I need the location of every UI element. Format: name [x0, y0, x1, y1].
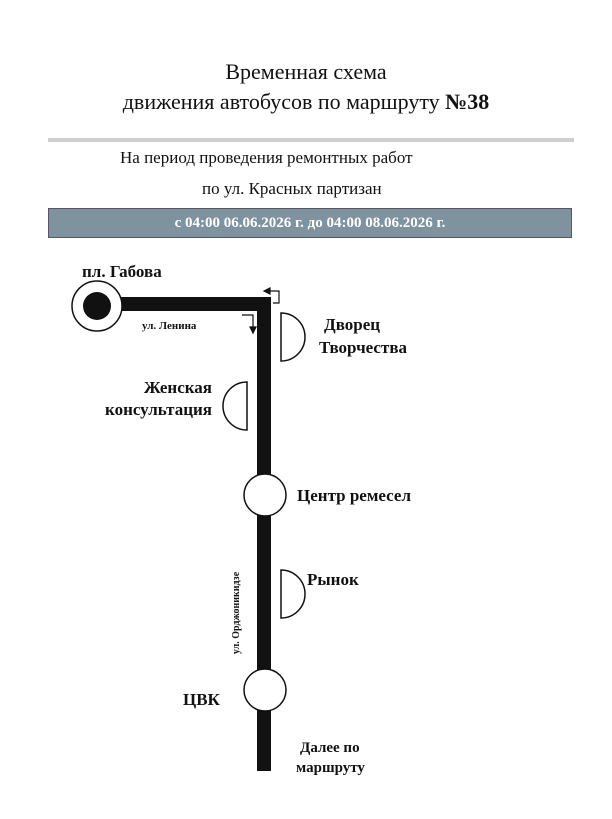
stop-label-dvorets-1: Дворец — [324, 315, 381, 334]
stop-marker-tsentr — [243, 473, 287, 517]
stop-label-zhenskaya-2: консультация — [105, 400, 212, 419]
page-title: Временная схема — [0, 58, 612, 86]
stop-label-start: пл. Габова — [82, 262, 162, 281]
stop-marker-rynok — [280, 569, 306, 619]
start-stop-marker — [71, 280, 123, 332]
turn-arrow-up-icon — [262, 287, 280, 304]
subtitle-line-2: по ул. Красных партизан — [202, 179, 382, 198]
stop-label-tsvk: ЦВК — [183, 690, 220, 709]
street-label-vertical: ул. Орджоникидзе — [231, 571, 242, 655]
stop-label-zhenskaya-1: Женская — [143, 378, 212, 397]
page-title-line-2: движения автобусов по маршруту №38 — [0, 88, 612, 116]
route-line-vertical — [257, 297, 271, 771]
route-line-horizontal — [96, 297, 271, 311]
title-line-1: Временная схема — [225, 59, 387, 84]
stop-label-dvorets-2: Творчества — [319, 338, 408, 357]
continuation-line-1: Далее по — [300, 740, 360, 756]
period-bar: с 04:00 06.06.2026 г. до 04:00 08.06.202… — [48, 208, 572, 238]
stop-label-rynok: Рынок — [307, 570, 359, 589]
continuation-line-2: маршруту — [296, 760, 365, 776]
route-number: №38 — [445, 89, 490, 114]
title-line-2: движения автобусов по маршруту — [122, 89, 446, 114]
stop-label-tsentr: Центр ремесел — [297, 486, 411, 505]
turn-arrow-down-icon — [242, 314, 257, 335]
stop-marker-tsvk — [243, 668, 287, 712]
subtitle-line-1: На период проведения ремонтных работ — [120, 148, 413, 167]
stop-marker-dvorets — [280, 312, 306, 362]
stop-marker-zhenskaya — [222, 381, 248, 431]
street-label-horizontal: ул. Ленина — [142, 320, 197, 332]
divider — [48, 138, 574, 142]
